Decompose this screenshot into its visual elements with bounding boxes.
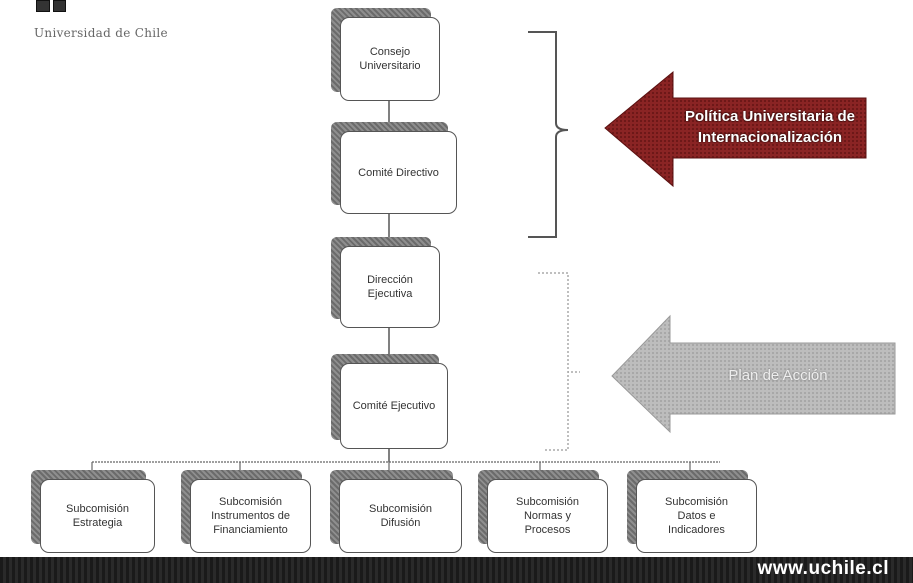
subcomision-label: Subcomisión Datos e Indicadores	[636, 479, 757, 553]
footer-bar: www.uchile.cl	[0, 557, 913, 583]
plan-label: Plan de Acción	[728, 367, 828, 384]
subcomision-estrategia-node: Subcomisión Estrategia	[31, 470, 155, 553]
politica-label-line2: Internacionalización	[697, 129, 843, 146]
subcomision-label: Subcomisión Instrumentos de Financiamien…	[190, 479, 311, 553]
subcomision-normas-node: Subcomisión Normas y Procesos	[478, 470, 608, 553]
subcomision-label: Subcomisión Difusión	[339, 479, 462, 553]
subcomision-label: Subcomisión Normas y Procesos	[487, 479, 608, 553]
subcomision-datos-node: Subcomisión Datos e Indicadores	[627, 470, 757, 553]
bracket-politica	[528, 31, 569, 238]
direccion-ejecutiva-node: Dirección Ejecutiva	[331, 237, 440, 328]
university-logo	[36, 0, 66, 12]
consejo-universitario-node: Consejo Universitario	[331, 8, 440, 101]
comite-ejecutivo-label: Comité Ejecutivo	[340, 363, 448, 449]
subcomision-financiamiento-node: Subcomisión Instrumentos de Financiamien…	[181, 470, 311, 553]
comite-ejecutivo-node: Comité Ejecutivo	[331, 354, 448, 449]
politica-label: Política Universitaria de Internacionali…	[660, 106, 880, 148]
consejo-universitario-label: Consejo Universitario	[340, 17, 440, 101]
direccion-ejecutiva-label: Dirección Ejecutiva	[340, 246, 440, 328]
bracket-plan	[538, 272, 580, 451]
subcomision-label: Subcomisión Estrategia	[40, 479, 155, 553]
arrow-plan	[611, 314, 896, 434]
politica-label-line1: Política Universitaria de	[684, 108, 856, 125]
subcomision-difusion-node: Subcomisión Difusión	[330, 470, 462, 553]
university-name: Universidad de Chile	[34, 26, 168, 40]
footer-url[interactable]: www.uchile.cl	[757, 558, 889, 579]
arrow-politica	[604, 70, 867, 188]
comite-directivo-node: Comité Directivo	[331, 122, 457, 214]
comite-directivo-label: Comité Directivo	[340, 131, 457, 214]
